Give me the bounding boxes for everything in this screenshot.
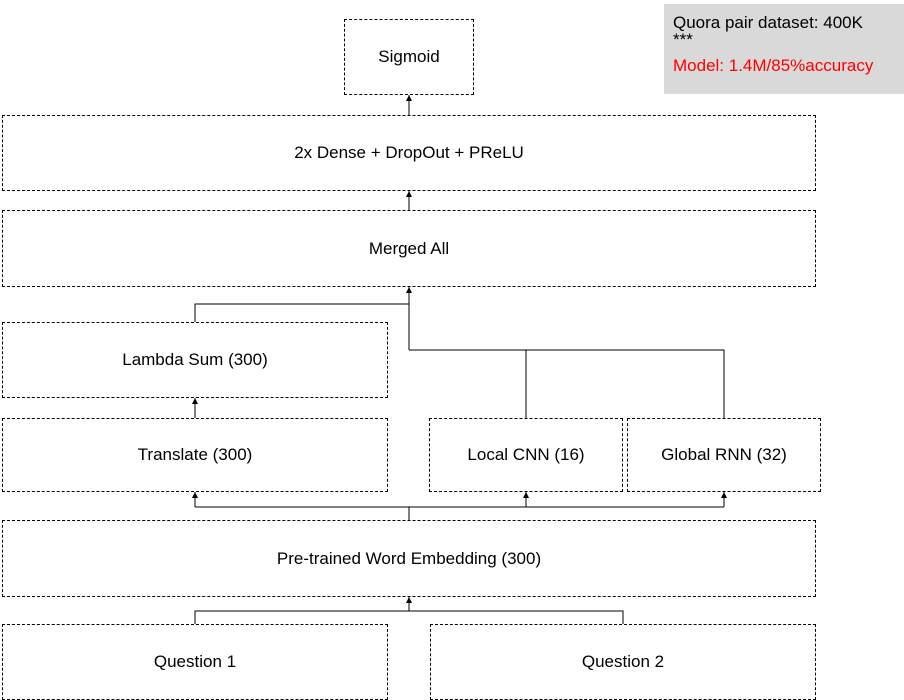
edge-rnn-merged [526, 349, 725, 418]
edge-cnn-merged [409, 349, 527, 418]
edge-q2-embedding [409, 610, 624, 624]
note-model: Model: 1.4M/85%accuracy [673, 56, 874, 75]
node-word-embedding: Pre-trained Word Embedding (300) [2, 520, 816, 597]
node-local-cnn: Local CNN (16) [429, 418, 623, 492]
node-lambda-sum: Lambda Sum (300) [2, 322, 388, 398]
note-separator: *** [673, 30, 693, 49]
node-merged-all: Merged All [2, 210, 816, 287]
info-note: Quora pair dataset: 400K *** Model: 1.4M… [664, 4, 904, 94]
note-dataset: Quora pair dataset: 400K [673, 13, 863, 32]
node-global-rnn: Global RNN (32) [627, 418, 821, 492]
edge-q1-embedding [194, 610, 409, 624]
node-question-2: Question 2 [430, 624, 816, 700]
node-sigmoid: Sigmoid [344, 19, 474, 95]
node-translate: Translate (300) [2, 418, 388, 492]
node-dense-dropout-prelu: 2x Dense + DropOut + PReLU [2, 115, 816, 191]
node-question-1: Question 1 [2, 624, 388, 700]
edge-lambda-merged [194, 303, 409, 322]
